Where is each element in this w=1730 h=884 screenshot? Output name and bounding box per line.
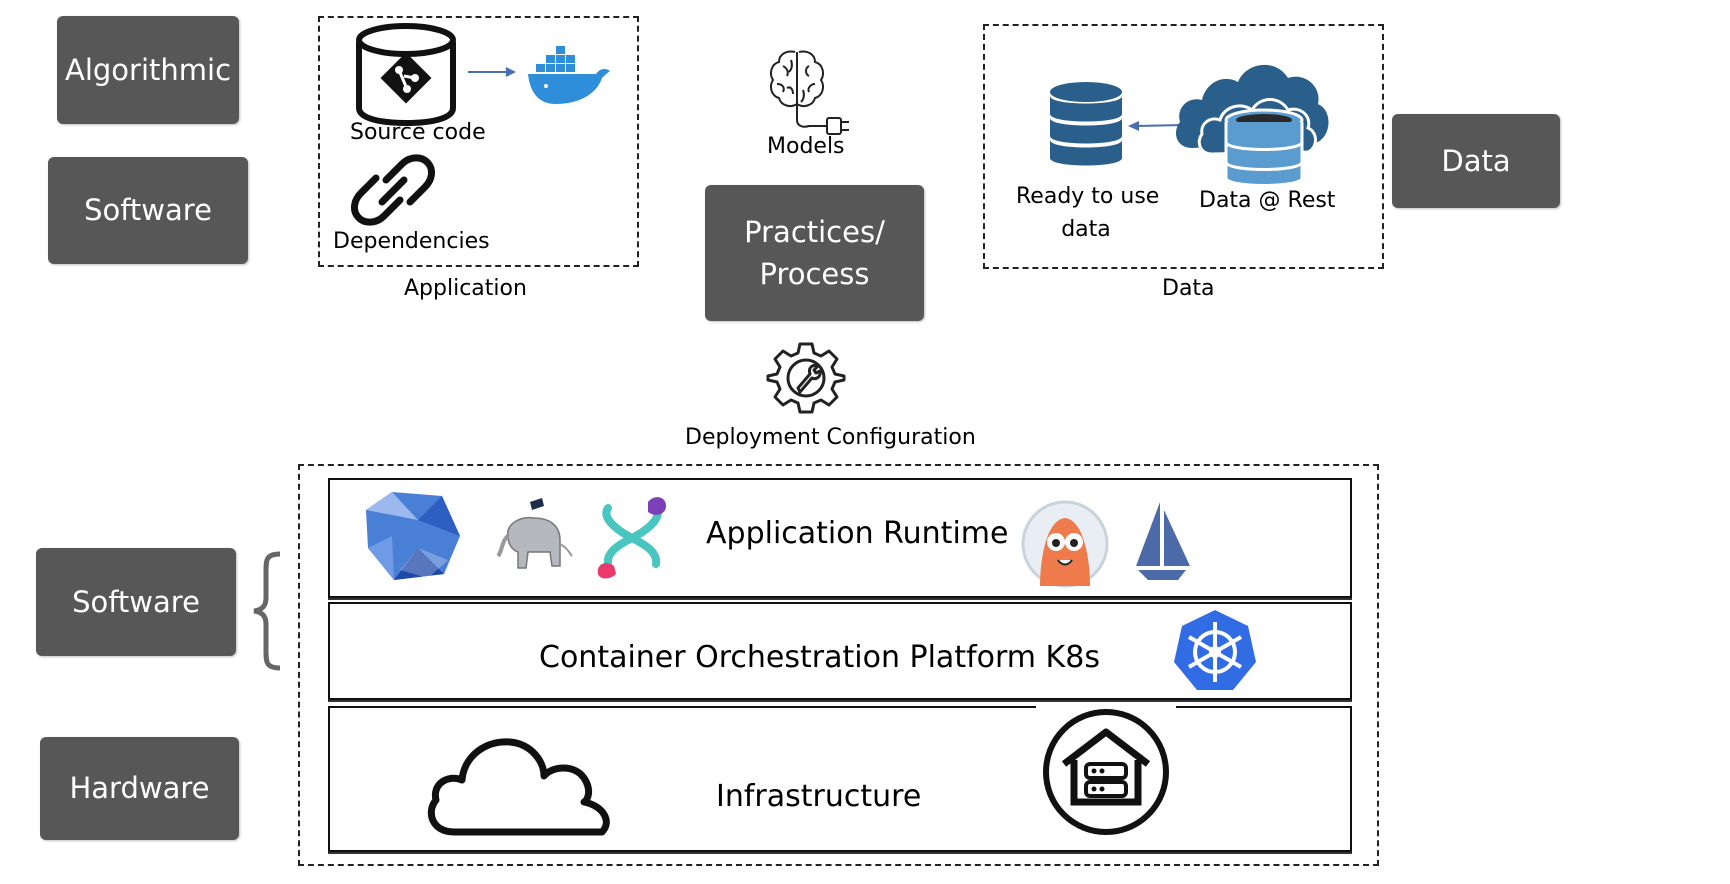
data-box-label: Data bbox=[1441, 143, 1511, 178]
kubeflow-icon bbox=[366, 492, 460, 580]
argo-octopus-icon bbox=[1021, 500, 1109, 588]
practices-label: Practices/ bbox=[744, 214, 885, 249]
data-box: Data bbox=[1392, 114, 1560, 208]
ready-to-use-label: Ready to use data bbox=[1016, 184, 1160, 242]
elephant-icon bbox=[496, 498, 573, 569]
sailboat-icon bbox=[1136, 502, 1190, 580]
practices-process-box: Practices/ Process bbox=[705, 185, 924, 321]
algorithmic-label: Algorithmic bbox=[64, 52, 232, 87]
software-bottom-box: Software bbox=[36, 548, 236, 656]
arrow-rest-to-ready bbox=[1128, 121, 1185, 131]
container-orchestration-label: Container Orchestration Platform K8s bbox=[539, 640, 1100, 675]
data-group bbox=[983, 24, 1384, 269]
source-code-label: Source code bbox=[350, 120, 486, 145]
workflow-loop-icon bbox=[597, 497, 666, 579]
software-top-label: Software bbox=[84, 193, 212, 228]
cloud-database-icon bbox=[1176, 64, 1329, 187]
cloud-icon bbox=[428, 738, 610, 836]
arrow-to-docker bbox=[468, 67, 516, 77]
application-runtime-layer bbox=[328, 478, 1352, 598]
kubernetes-icon bbox=[1174, 610, 1256, 690]
dependencies-label: Dependencies bbox=[333, 229, 490, 254]
models-label: Models bbox=[767, 134, 845, 159]
software-bottom-label: Software bbox=[72, 584, 200, 619]
software-top-box: Software bbox=[48, 157, 248, 264]
platform-stack-group bbox=[298, 464, 1379, 866]
ready-database-icon bbox=[1050, 82, 1122, 166]
infrastructure-label: Infrastructure bbox=[716, 779, 922, 814]
datacenter-icon bbox=[1036, 702, 1176, 836]
data-group-caption: Data bbox=[1162, 276, 1215, 301]
gear-wrench-icon bbox=[766, 342, 846, 414]
application-runtime-label: Application Runtime bbox=[706, 516, 1009, 551]
docker-whale-icon bbox=[528, 46, 610, 104]
application-caption: Application bbox=[404, 276, 527, 301]
hardware-label: Hardware bbox=[69, 771, 210, 806]
data-at-rest-label: Data @ Rest bbox=[1199, 188, 1336, 213]
deployment-configuration-label: Deployment Configuration bbox=[685, 425, 976, 450]
git-database-icon bbox=[356, 23, 456, 127]
curly-brace-icon bbox=[253, 551, 281, 671]
brain-plug-icon bbox=[770, 50, 849, 135]
application-group bbox=[318, 16, 639, 267]
chain-link-icon bbox=[350, 154, 436, 226]
hardware-box: Hardware bbox=[40, 737, 239, 840]
process-label: Process bbox=[759, 257, 870, 291]
algorithmic-box: Algorithmic bbox=[57, 16, 239, 124]
